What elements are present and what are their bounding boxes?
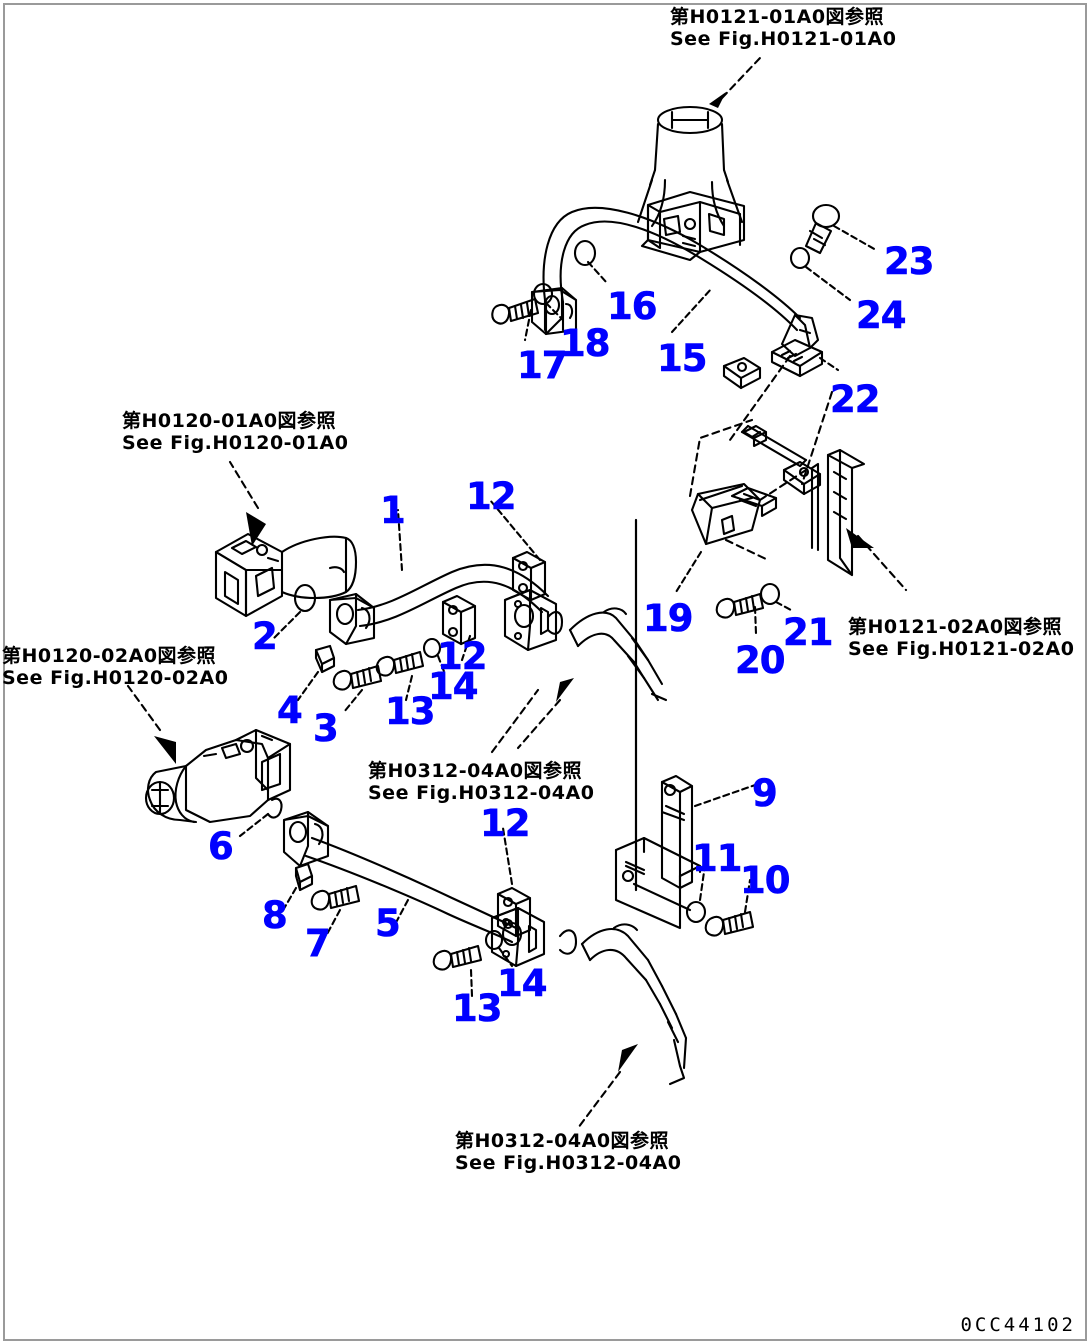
callout-16: 16 xyxy=(607,285,658,328)
reference-label-japanese: 第H0120-02A0図参照 xyxy=(2,645,217,667)
callout-5: 5 xyxy=(375,902,401,945)
callout-17: 17 xyxy=(517,344,568,387)
reference-label-japanese: 第H0121-01A0図参照 xyxy=(670,6,885,28)
hose-upper-right xyxy=(516,607,668,750)
bolt-23 xyxy=(804,203,878,255)
clamp-12-lower-mid xyxy=(441,594,477,662)
callout-1: 1 xyxy=(380,489,406,532)
callout-23: 23 xyxy=(884,240,935,283)
callout-18: 18 xyxy=(560,322,611,365)
callout-13-lower: 13 xyxy=(452,987,503,1030)
callout-3: 3 xyxy=(313,707,339,750)
reference-label-english: See Fig.H0312-04A0 xyxy=(368,782,595,805)
callout-15: 15 xyxy=(657,337,708,380)
reference-label-english: See Fig.H0120-01A0 xyxy=(122,432,349,455)
bolt-3 xyxy=(332,664,383,714)
reference-label-japanese: 第H0312-04A0図参照 xyxy=(455,1130,670,1152)
reference-label-japanese: 第H0121-02A0図参照 xyxy=(848,616,1063,638)
swivel-joint-assembly xyxy=(636,56,762,262)
washer-16 xyxy=(573,239,609,285)
oring-6 xyxy=(238,797,283,838)
washer-14-lower xyxy=(484,929,514,968)
callout-10: 10 xyxy=(740,859,791,902)
seal-ring-upper xyxy=(546,610,564,635)
reference-label-english: See Fig.H0121-02A0 xyxy=(848,638,1075,661)
reference-label-english: See Fig.H0120-02A0 xyxy=(2,667,229,690)
bolt-17 xyxy=(491,297,540,342)
washer-14-upper xyxy=(422,637,447,676)
reference-label-english: See Fig.H0312-04A0 xyxy=(455,1152,682,1175)
clamp-bracket-small xyxy=(722,356,762,390)
reference-label-h0120-02a0: 第H0120-02A0図参照 See Fig.H0120-02A0 xyxy=(2,645,228,690)
clamp-22 xyxy=(770,338,840,378)
reference-label-h0121-01a0: 第H0121-01A0図参照 See Fig.H0121-01A0 xyxy=(670,6,896,51)
washer-18 xyxy=(532,282,565,322)
callout-24: 24 xyxy=(856,294,907,337)
callout-12-lower: 12 xyxy=(480,802,531,845)
bolt-13-upper xyxy=(375,650,425,702)
washer-8 xyxy=(280,862,314,914)
callout-20: 20 xyxy=(735,639,786,682)
reference-label-english: See Fig.H0121-01A0 xyxy=(670,28,897,51)
reference-label-h0121-02a0: 第H0121-02A0図参照 See Fig.H0121-02A0 xyxy=(848,616,1074,661)
upper-tube-15 xyxy=(530,206,820,358)
reference-label-japanese: 第H0120-01A0図参照 xyxy=(122,410,337,432)
callout-6: 6 xyxy=(208,825,234,868)
callout-4: 4 xyxy=(277,689,303,732)
hose-lower-right xyxy=(576,923,688,1130)
washer-4 xyxy=(296,644,336,702)
reference-label-japanese: 第H0312-04A0図参照 xyxy=(368,760,583,782)
reference-label-h0120-01a0: 第H0120-01A0図参照 See Fig.H0120-01A0 xyxy=(122,410,348,455)
callout-22: 22 xyxy=(830,378,881,421)
callout-12-middle: 12 xyxy=(437,635,488,678)
callout-14-upper: 14 xyxy=(428,665,479,708)
leader-22-down xyxy=(728,354,792,442)
seal-ring-lower xyxy=(558,929,578,955)
callout-13-upper: 13 xyxy=(385,690,436,733)
callout-21: 21 xyxy=(783,611,834,654)
bracket-9 xyxy=(614,774,760,937)
callout-2: 2 xyxy=(252,615,278,658)
tube-1 xyxy=(270,508,558,652)
leader-clamp-down xyxy=(800,390,834,486)
upper-left-motor xyxy=(214,460,358,618)
right-valve-bracket-assembly xyxy=(674,418,908,636)
callout-9: 9 xyxy=(752,772,778,815)
clamp-12-lower xyxy=(496,826,532,938)
reference-label-h0312-04a0-upper: 第H0312-04A0図参照 See Fig.H0312-04A0 xyxy=(368,760,594,805)
drawing-number: 0CC44102 xyxy=(960,1314,1076,1336)
bolt-7 xyxy=(310,884,361,938)
callout-19: 19 xyxy=(643,597,694,640)
leader-ref-h0312-upper xyxy=(490,688,540,754)
oring-2 xyxy=(293,583,317,613)
clamp-12-upper xyxy=(488,498,547,602)
callout-12-upper: 12 xyxy=(466,475,517,518)
lower-left-motor xyxy=(126,684,292,824)
reference-label-h0312-04a0-lower: 第H0312-04A0図参照 See Fig.H0312-04A0 xyxy=(455,1130,681,1175)
bolt-13-lower xyxy=(432,944,483,998)
callout-14-lower: 14 xyxy=(497,962,548,1005)
callout-7: 7 xyxy=(305,922,331,965)
washer-24 xyxy=(789,246,852,302)
callout-8: 8 xyxy=(262,894,288,937)
callout-11: 11 xyxy=(692,837,743,880)
leader-15 xyxy=(670,286,714,334)
